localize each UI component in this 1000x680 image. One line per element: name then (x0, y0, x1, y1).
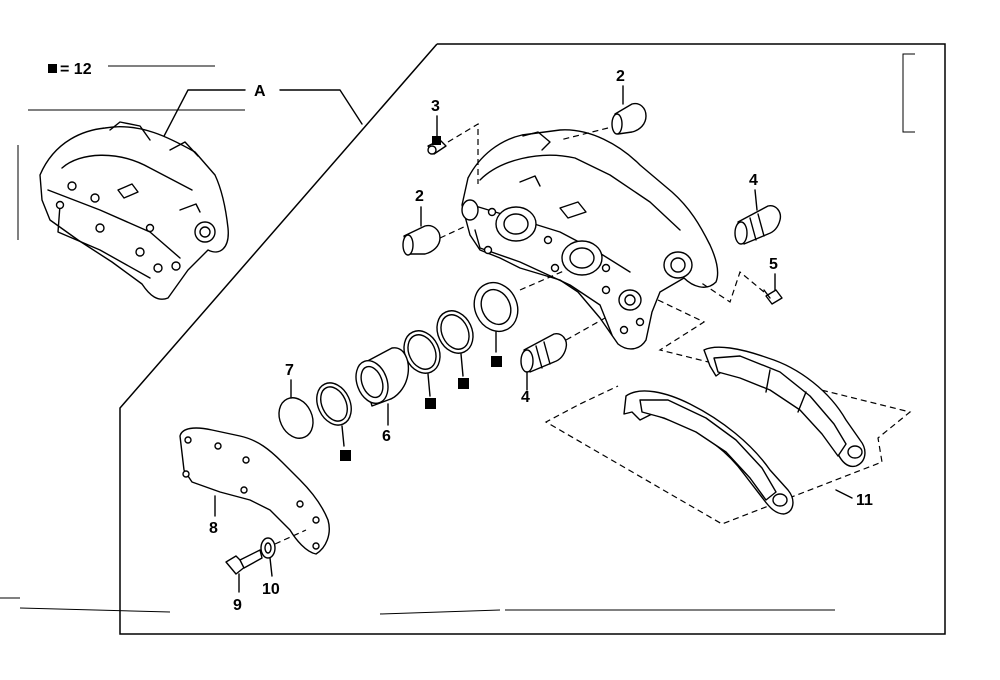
seal-kit-square-icon (48, 64, 57, 73)
piston-axis-line (519, 269, 567, 291)
frame-bottom-mark-1 (19, 607, 171, 613)
leader-a-main (279, 89, 363, 125)
frame-bottom-mark-2 (379, 609, 501, 615)
legend: = 12 (48, 61, 215, 78)
part-6-piston: 6 (355, 347, 410, 445)
label-5: 5 (769, 256, 778, 273)
assembled-caliper-drawing (39, 121, 229, 300)
part-9-bolt: 9 (225, 549, 263, 614)
seal-kit-square-icon (491, 356, 502, 367)
label-4-upper: 4 (749, 172, 758, 189)
caliper-housing (461, 129, 719, 350)
part-4-guide-pin-upper: 4 (734, 172, 782, 245)
label-3: 3 (431, 98, 440, 115)
part-5-screw: 5 (699, 256, 783, 305)
part-2-bushing-lower: 2 (402, 188, 467, 256)
frame-corner-mark (902, 53, 915, 133)
label-8: 8 (209, 520, 218, 537)
label-7: 7 (285, 362, 294, 379)
seal-kit-square-icon (425, 398, 436, 409)
legend-text: = 12 (60, 61, 92, 78)
label-9: 9 (233, 597, 242, 614)
label-10: 10 (262, 581, 280, 598)
seal-kit-square-icon (340, 450, 351, 461)
label-6: 6 (382, 428, 391, 445)
leader-a-inset (161, 89, 246, 141)
seal-ring-large (473, 281, 519, 367)
seal-kit-square-icon (458, 378, 469, 389)
seal-ring-mid (436, 310, 474, 389)
part-4-guide-pin-lower: 4 (520, 317, 606, 406)
label-4-lower: 4 (521, 389, 530, 406)
part-8-cover-plate: 8 (179, 427, 330, 555)
seal-kit-square-icon (432, 136, 441, 145)
part-11-brake-pads: 11 (544, 299, 912, 525)
label-11: 11 (856, 492, 873, 509)
part-10-washer: 10 (260, 529, 307, 598)
label-a: A (254, 83, 266, 100)
part-2-bushing-upper: 2 (559, 68, 647, 141)
assembly-a-inset: A (17, 83, 363, 300)
part-7-cap: 7 (278, 362, 314, 439)
label-2-upper: 2 (616, 68, 625, 85)
dust-boot-ring (316, 382, 352, 461)
part-3-bleed-screw: 3 (427, 98, 479, 184)
label-2-lower: 2 (415, 188, 424, 205)
exploded-view-frame (0, 43, 946, 635)
